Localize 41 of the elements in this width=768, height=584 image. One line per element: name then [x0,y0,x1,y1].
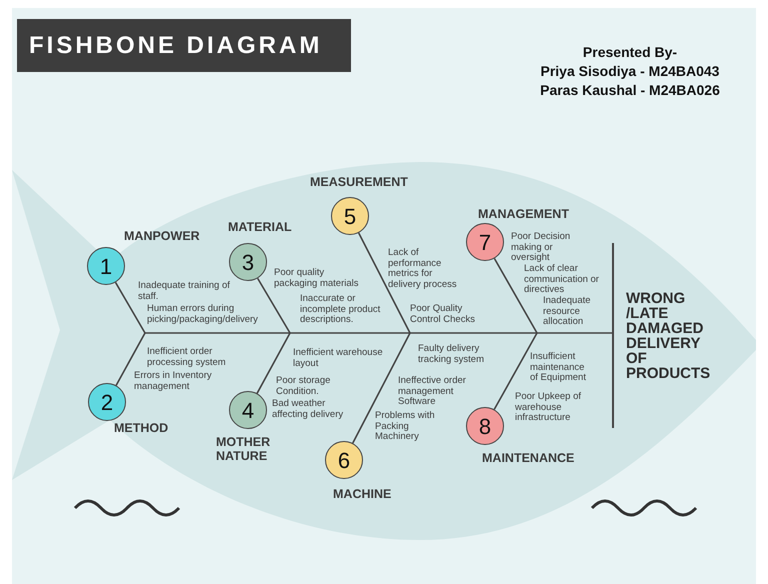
bone-line [256,332,291,394]
cause-text: Human errors during picking/packaging/delivery [147,304,259,325]
problem-text: WRONG /LATE DAMAGED DELIVERY OF PRODUCTS [626,290,712,380]
bone-line [494,332,538,410]
bone-line [494,258,538,334]
cause-text: Lack of performance metrics for delivery process [388,248,458,290]
presenter-text: Presented By- [582,43,678,62]
presenter-text: Priya Sisodiya - M24BA043 [540,62,720,81]
cause-text: Poor Decision making or oversight [511,232,572,264]
cause-text: Inadequate resource allocation [543,296,592,328]
cause-text: Inefficient order processing system [147,347,227,368]
title: FISHBONE DIAGRAM [29,30,322,60]
category-label: MANAGEMENT [478,207,570,221]
presenter-text: Paras Kaushal - M24BA026 [540,81,720,100]
bone-line [352,332,411,444]
category-label: MACHINE [333,487,392,501]
cause-text: Inefficient warehouse layout [293,348,384,369]
cause-text: Inaccurate or incomplete product descriptions. [300,294,382,326]
category-label: MEASUREMENT [310,175,409,189]
category-label: MAINTENANCE [482,451,576,465]
cause-text: Errors in Inventory management [134,371,213,392]
bone-line [358,232,411,334]
category-label: METHOD [114,421,170,435]
cause-text: Lack of clear communication or directives [524,264,600,296]
cause-text: Problems with Packing Machinery [375,411,436,442]
cause-text: Poor Quality Control Checks [410,304,476,325]
category-label: MOTHER NATURE [216,435,272,463]
cause-text: Inadequate training of staff. [138,281,231,302]
category-label: MANPOWER [124,229,201,243]
cause-text: Ineffective order management Software [398,376,467,408]
bone-line [114,282,146,334]
cause-text: Faulty delivery tracking system [418,344,485,365]
spine-line [145,332,612,334]
cause-text: Poor Upkeep of warehouse infrastructure [515,392,582,424]
cause-text: Insufficient maintenance of Equipment [530,352,587,384]
cause-text: Poor quality packaging materials [274,268,360,289]
cause-text: Poor storage Condition. [276,376,332,397]
bone-line [256,278,291,334]
bone-line [115,332,146,386]
cause-text: Bad weather affecting delivery [272,399,344,420]
category-label: MATERIAL [228,220,293,234]
